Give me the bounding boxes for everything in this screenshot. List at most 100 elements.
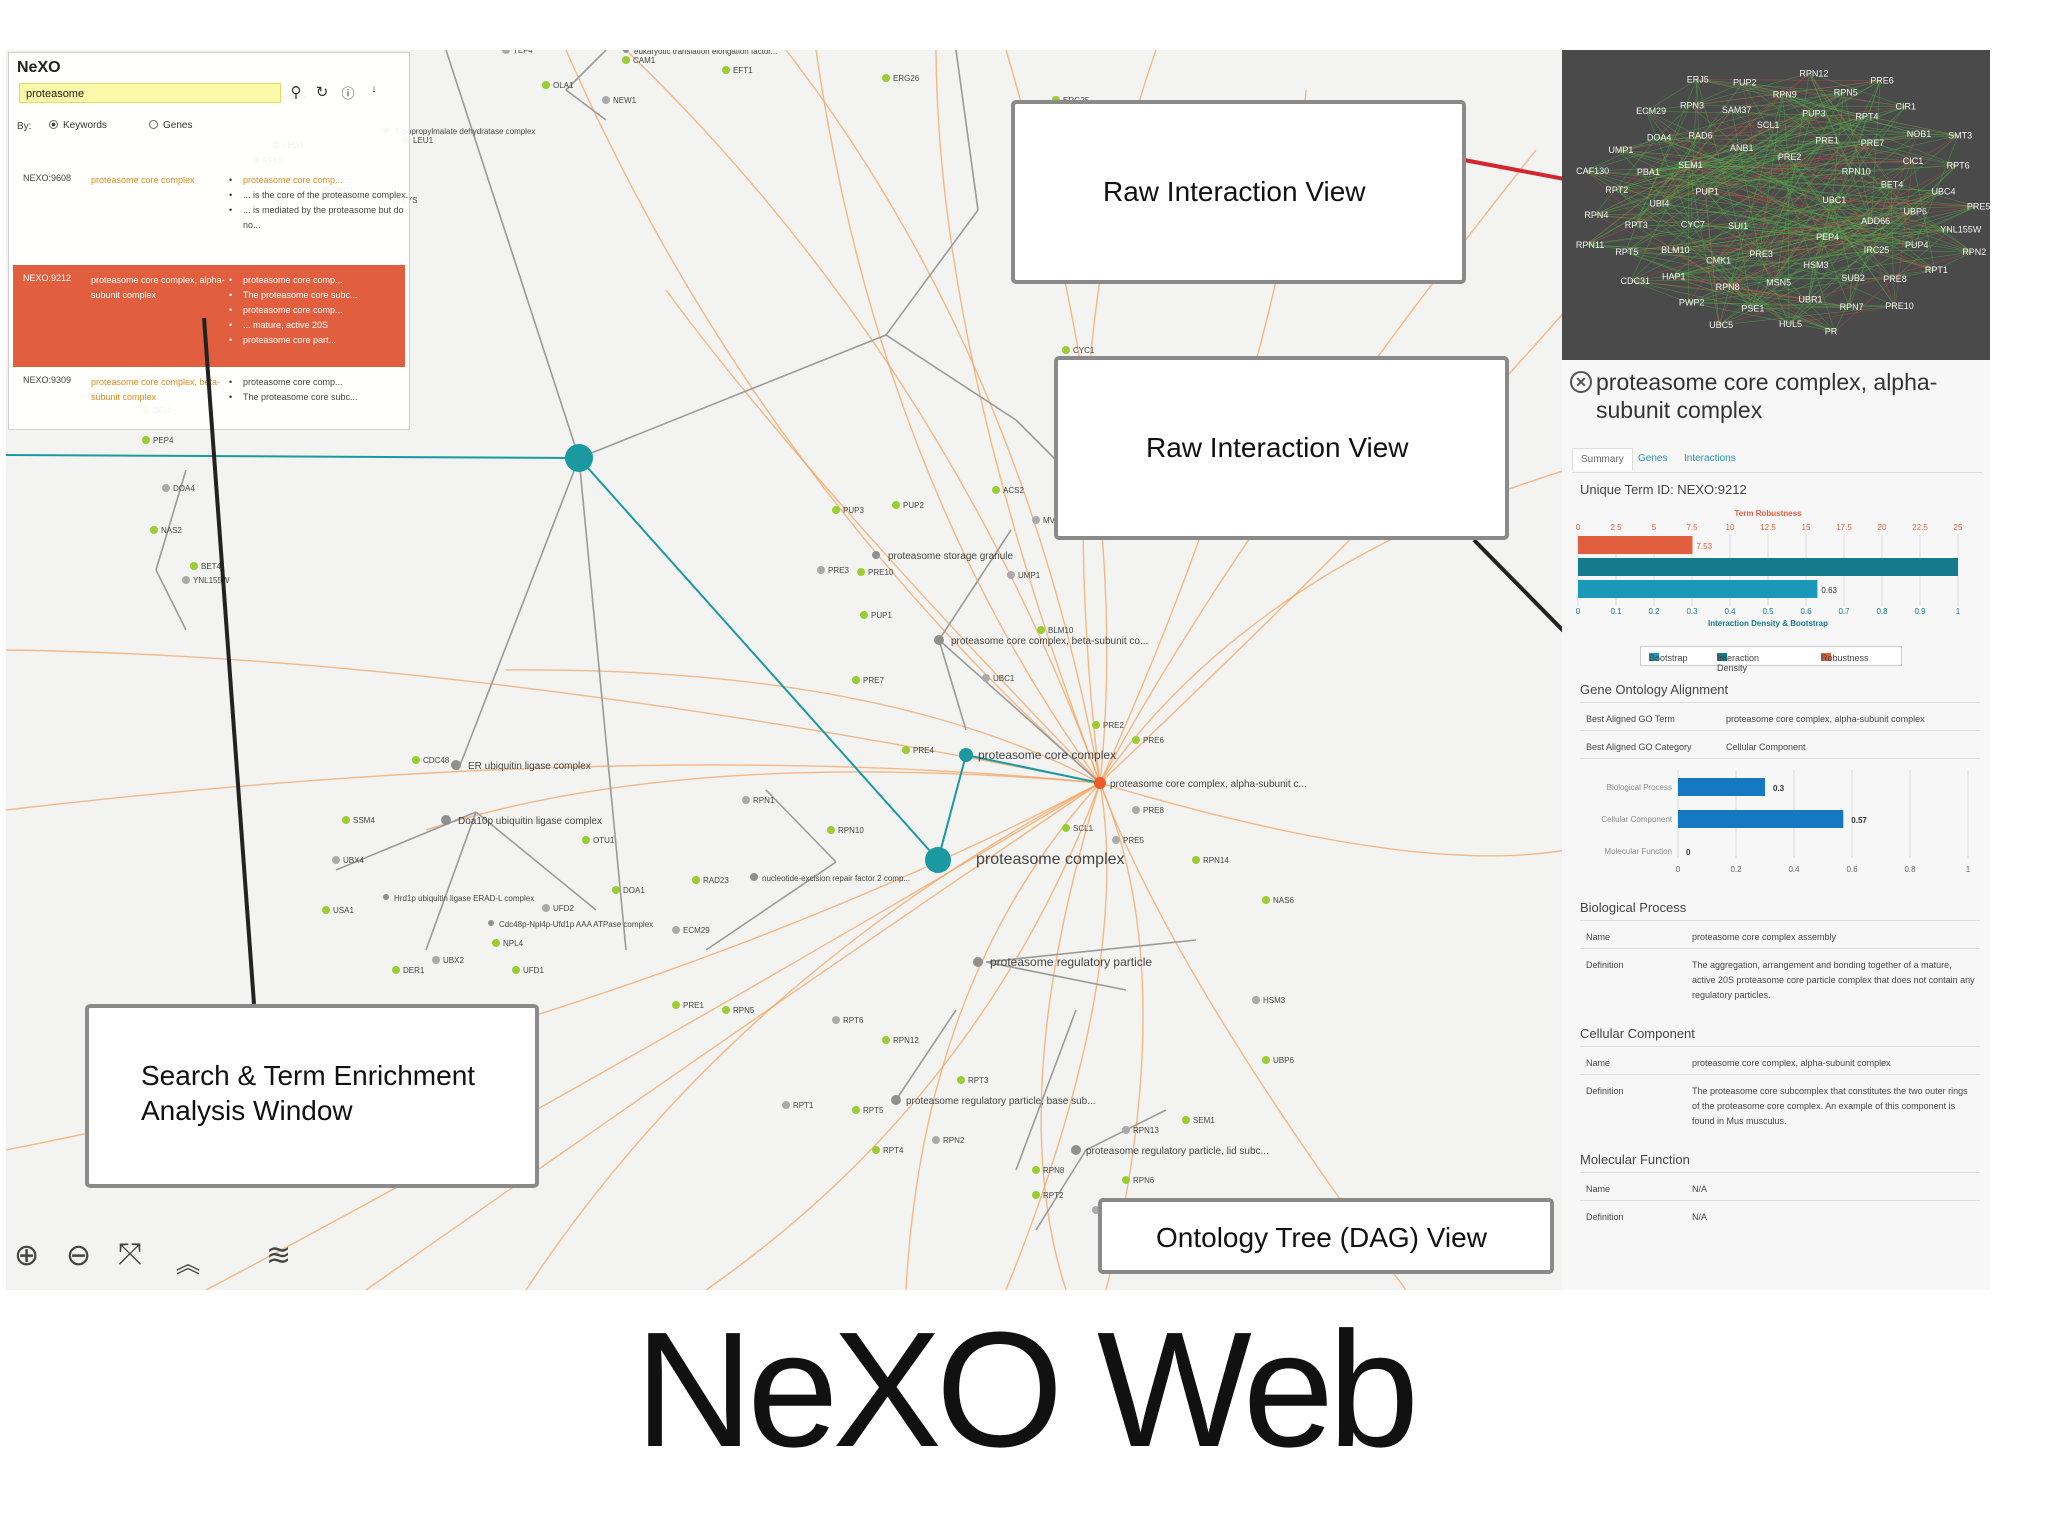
network-edge <box>1725 211 1914 288</box>
zoom-out-icon[interactable]: ⊖ <box>66 1239 92 1272</box>
result-item[interactable]: NEXO:9608 proteasome core complex protea… <box>13 173 408 279</box>
kv-key: Best Aligned GO Term <box>1586 714 1675 724</box>
gene-node <box>582 836 590 844</box>
network-edge <box>1831 199 1852 279</box>
tab-interactions[interactable]: Interactions <box>1684 453 1736 464</box>
chevron-down-icon[interactable]: ↓ <box>371 83 377 95</box>
gene-node <box>1252 996 1260 1004</box>
network-edge <box>1625 211 1914 253</box>
network-edge <box>1873 249 1973 253</box>
network-edge <box>1725 133 1917 288</box>
network-edge <box>1826 229 1951 238</box>
gene-label: DOA1 <box>623 886 645 895</box>
network-edge <box>1645 110 1777 283</box>
network-edge <box>1630 280 1689 303</box>
fit-screen-icon[interactable]: ⤧ <box>118 1238 142 1271</box>
search-input[interactable]: proteasome <box>19 83 281 103</box>
network-gene-label: ECM29 <box>1636 106 1666 116</box>
network-edge <box>1782 94 1826 141</box>
gene-node <box>1037 626 1045 634</box>
result-name: proteasome core complex, alpha-subunit c… <box>91 275 225 300</box>
network-edge <box>1698 133 1917 136</box>
callout-raw-interaction-2: Raw Interaction View <box>1054 356 1509 540</box>
gene-label: EFT1 <box>733 66 753 75</box>
network-edge <box>1725 206 1977 288</box>
network-edge <box>1625 79 1698 253</box>
cell-component-heading: Cellular Component <box>1580 1026 1695 1041</box>
radio-genes[interactable]: Genes <box>149 120 192 131</box>
gene-label: SEM1 <box>1193 1116 1215 1125</box>
gene-node <box>672 1001 680 1009</box>
tab-summary[interactable]: Summary <box>1572 448 1633 471</box>
gene-label: UFD1 <box>523 966 544 975</box>
bar-label: 0 <box>1686 848 1691 857</box>
gene-node <box>1032 1166 1040 1174</box>
result-name: proteasome core complex <box>91 175 195 185</box>
collapse-icon[interactable]: ︽ <box>176 1251 200 1278</box>
layers-icon[interactable]: ≋ <box>266 1239 292 1272</box>
help-icon[interactable]: ⓘ <box>341 86 355 101</box>
gene-node <box>492 939 500 947</box>
term-node <box>383 894 389 900</box>
tick-label: 0.4 <box>1724 607 1736 616</box>
gene-node <box>672 926 680 934</box>
close-icon[interactable]: ✕ <box>1570 371 1592 393</box>
term-node <box>623 50 629 53</box>
network-edge <box>1725 251 1973 288</box>
snippet: The proteasome core subc... <box>229 288 413 303</box>
network-gene-label: BLM10 <box>1661 245 1690 255</box>
network-edge <box>1594 92 1844 216</box>
network-edge <box>1630 164 1689 281</box>
network-gene-label: UBC5 <box>1709 320 1733 330</box>
network-edge <box>1725 140 1826 288</box>
unique-term-id: Unique Term ID: NEXO:9212 <box>1580 482 1747 497</box>
result-item-selected[interactable]: NEXO:9212 proteasome core complex, alpha… <box>13 265 405 367</box>
term-node <box>451 760 461 770</box>
radio-keywords[interactable]: Keywords <box>49 120 107 131</box>
network-edge <box>1634 80 1881 226</box>
network-canvas[interactable]: UBC1SUI1PRE2PEP4PUP1RPN10PRE3ANB1ADD66CY… <box>1562 50 1990 360</box>
gene-label: PUP2 <box>903 501 924 510</box>
kv-value: proteasome core complex, alpha-subunit c… <box>1726 714 1925 724</box>
network-edge <box>1688 164 1891 185</box>
snippet: The proteasome core subc... <box>229 390 413 405</box>
zoom-in-icon[interactable]: ⊕ <box>14 1239 40 1272</box>
tick-label: 7.5 <box>1686 523 1698 532</box>
network-edge <box>1742 82 1906 107</box>
network-edge <box>1696 79 1906 107</box>
gene-label: UBX2 <box>443 956 464 965</box>
network-edge <box>1775 282 1809 300</box>
kv-key: Definition <box>1586 960 1624 970</box>
network-edge <box>1787 157 1850 308</box>
result-item[interactable]: NEXO:9309 proteasome core complex, beta-… <box>13 371 405 427</box>
graph-edge <box>1035 1149 1087 1231</box>
category-label: Cellular Component <box>1601 815 1672 824</box>
network-gene-label: RPN11 <box>1576 240 1604 250</box>
tick-label: 0 <box>1576 607 1581 616</box>
network-edge <box>1788 165 1957 325</box>
network-edge <box>1808 191 1942 300</box>
network-gene-label: IRC25 <box>1864 245 1890 255</box>
network-edge <box>1585 224 1635 246</box>
graph-edge <box>335 811 477 871</box>
snippet: proteasome core comp... <box>229 375 413 390</box>
network-edge <box>1615 133 1917 191</box>
search-icon[interactable]: ⚲ <box>290 84 302 101</box>
gene-label: UMP1 <box>1018 571 1041 580</box>
gene-label: PRE8 <box>1143 806 1164 815</box>
network-gene-label: RPN5 <box>1834 87 1858 97</box>
tab-genes[interactable]: Genes <box>1638 453 1668 464</box>
tick-label: 1 <box>1966 865 1971 874</box>
tick-label: 10 <box>1726 523 1735 532</box>
term-node <box>750 873 758 881</box>
network-edge <box>1625 140 1826 253</box>
gene-label: UBC1 <box>993 674 1015 683</box>
refresh-icon[interactable]: ↻ <box>315 84 329 101</box>
network-edge <box>1594 214 1739 227</box>
network-edge <box>1825 160 1913 238</box>
gene-node <box>142 436 150 444</box>
gene-label: YNL155W <box>193 576 230 585</box>
gene-label: PUP3 <box>843 506 864 515</box>
network-edge <box>1705 124 1768 192</box>
